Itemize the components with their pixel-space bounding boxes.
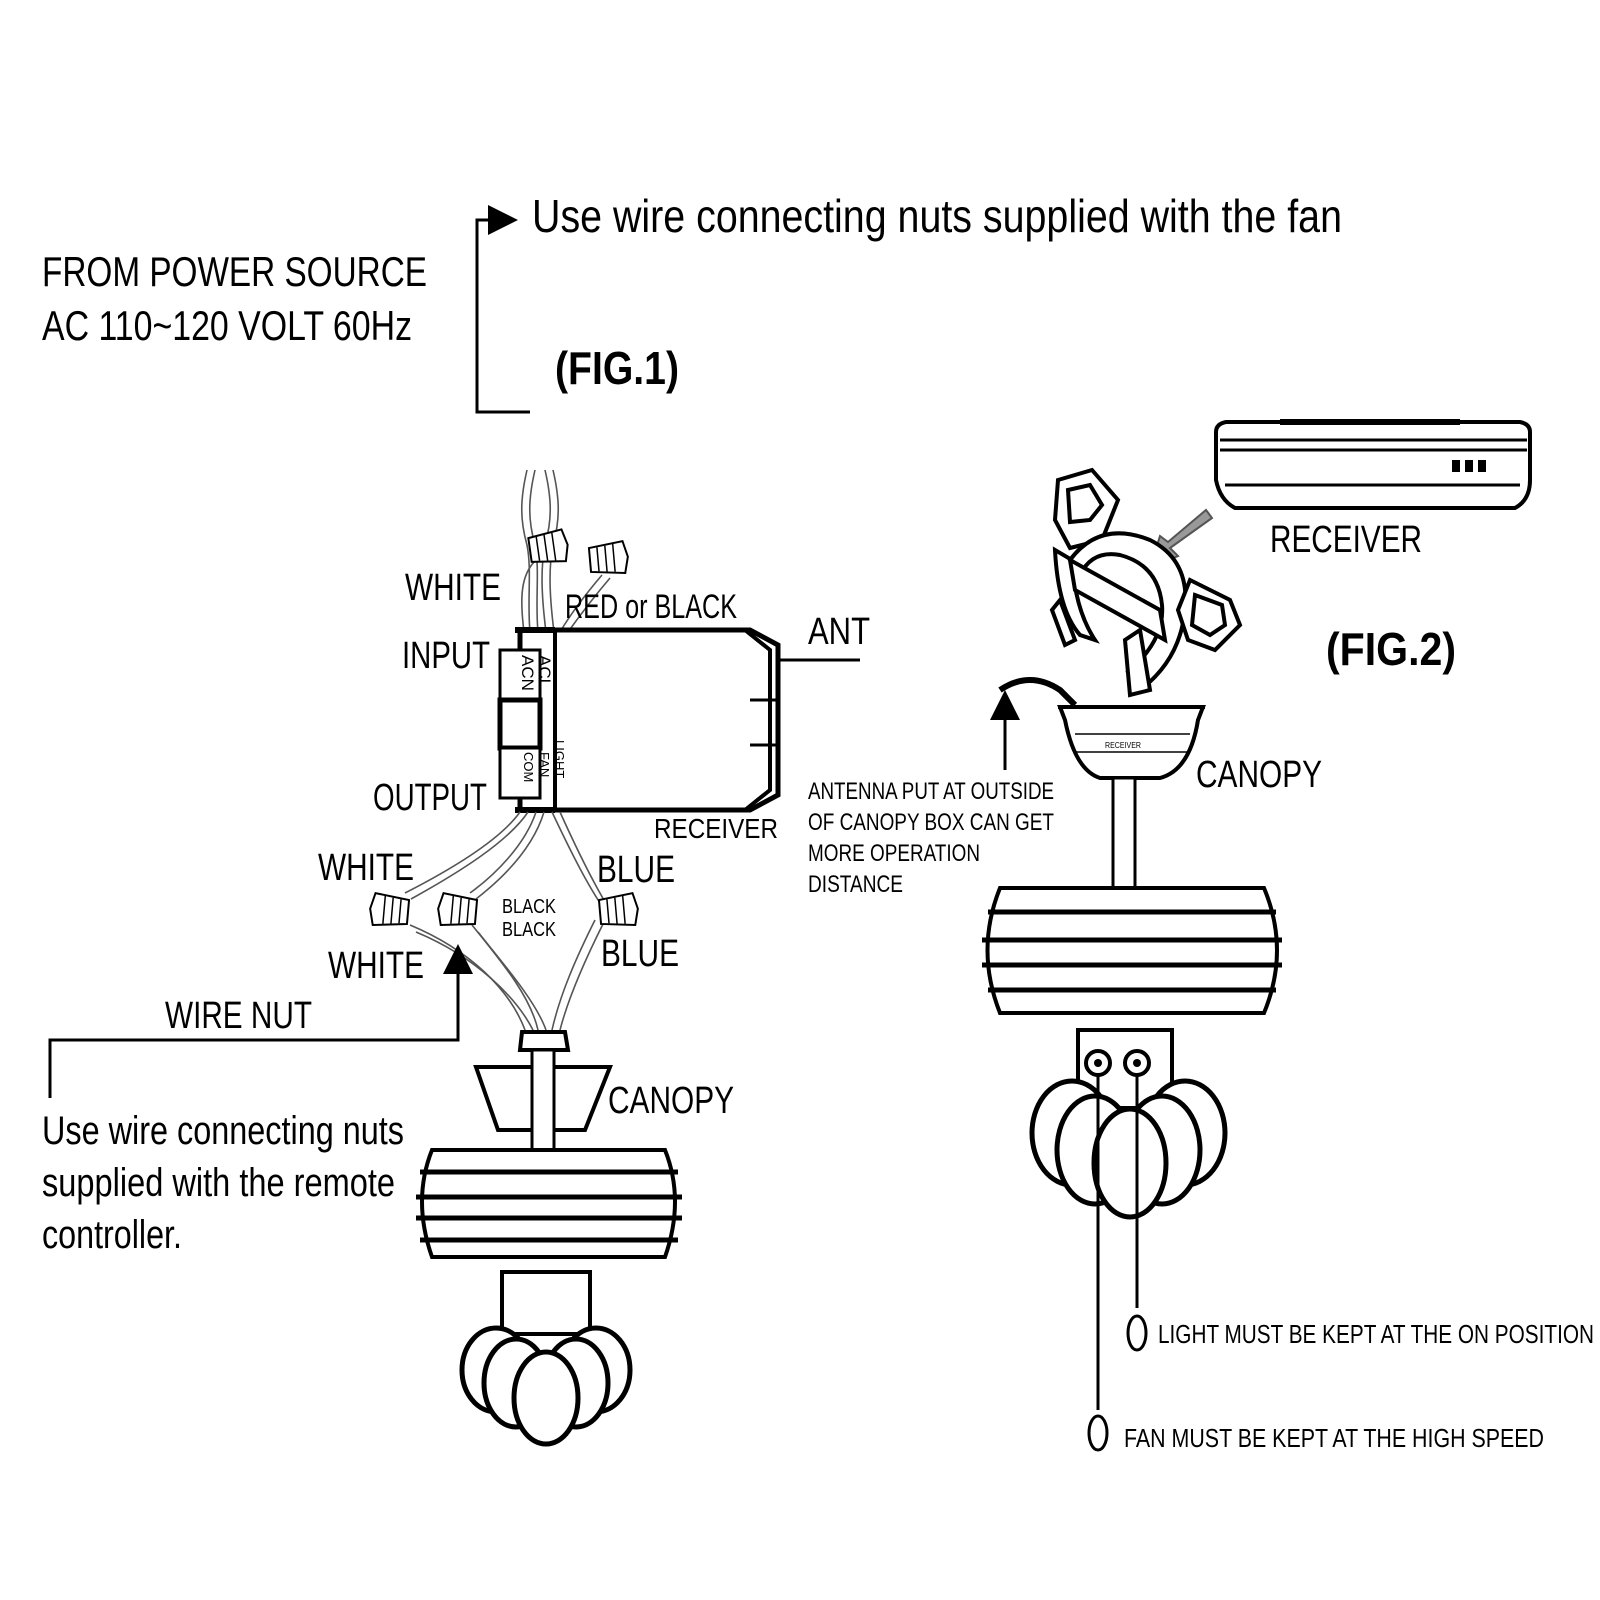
antenna-note-line3: MORE OPERATION [808,840,980,867]
wire-nut-icon [587,539,629,575]
label-output: OUTPUT [373,777,487,819]
fig2-canopy [1057,705,1206,890]
label-black2: BLACK [502,919,557,941]
note-fan-nuts: Use wire connecting nuts supplied with t… [532,190,1342,242]
fig2-antenna [998,677,1078,708]
light-note: LIGHT MUST BE KEPT AT THE ON POSITION [1158,1319,1594,1349]
label-white-input: WHITE [405,567,501,609]
fig2-fan [982,886,1282,1220]
label-white-out2: WHITE [328,945,424,987]
terminal-fan: FAN [537,752,552,777]
note-remote-line3: controller. [42,1213,182,1257]
terminal-com: COM [521,752,536,782]
wire-nut-arrow [48,944,473,1098]
wire-nut-icon [437,891,479,927]
note-remote-line1: Use wire connecting nuts [42,1109,404,1153]
label-blue1: BLUE [597,849,675,891]
wire-nut-icon [369,891,411,927]
antenna-note-line1: ANTENNA PUT AT OUTSIDE [808,778,1054,805]
light-pull-knob [1126,1314,1148,1352]
wire-nut-icon [597,891,639,927]
terminal-light: LIGHT [552,740,567,778]
label-red-or-black: RED or BLACK [565,588,737,626]
label-input: INPUT [402,635,490,677]
label-white-out1: WHITE [318,847,414,889]
power-source-line2: AC 110~120 VOLT 60Hz [42,302,412,349]
fig2-receiver-unit [1214,419,1532,510]
wire-nut-icon [527,528,569,563]
label-receiver-fig2: RECEIVER [1270,519,1422,561]
fan-note: FAN MUST BE KEPT AT THE HIGH SPEED [1124,1423,1544,1453]
fan-pull-knob [1087,1414,1109,1452]
pull-chains [1096,1075,1139,1410]
mounting-bracket [1049,467,1243,698]
fig1-fan [416,1030,682,1447]
canopy-receiver-mark: RECEIVER [1105,741,1141,750]
fig2-label: (FIG.2) [1326,623,1456,675]
terminal-acl: ACL [535,655,554,688]
receiver-box [497,627,781,813]
fig1-label: (FIG.1) [555,342,679,394]
label-blue2: BLUE [601,933,679,975]
label-canopy-fig1: CANOPY [608,1080,734,1122]
label-ant: ANT [808,611,870,653]
label-canopy-fig2: CANOPY [1196,754,1322,796]
bracket-arrow [475,205,530,414]
label-receiver-fig1: RECEIVER [654,813,778,844]
output-wires [404,811,609,1031]
note-remote-line2: supplied with the remote [42,1161,395,1205]
antenna-note-line2: OF CANOPY BOX CAN GET [808,809,1054,836]
terminal-acn: ACN [518,655,537,691]
label-black1: BLACK [502,896,557,918]
power-source-line1: FROM POWER SOURCE [42,248,427,295]
antenna-note-line4: DISTANCE [808,871,903,898]
label-wire-nut: WIRE NUT [165,995,312,1037]
